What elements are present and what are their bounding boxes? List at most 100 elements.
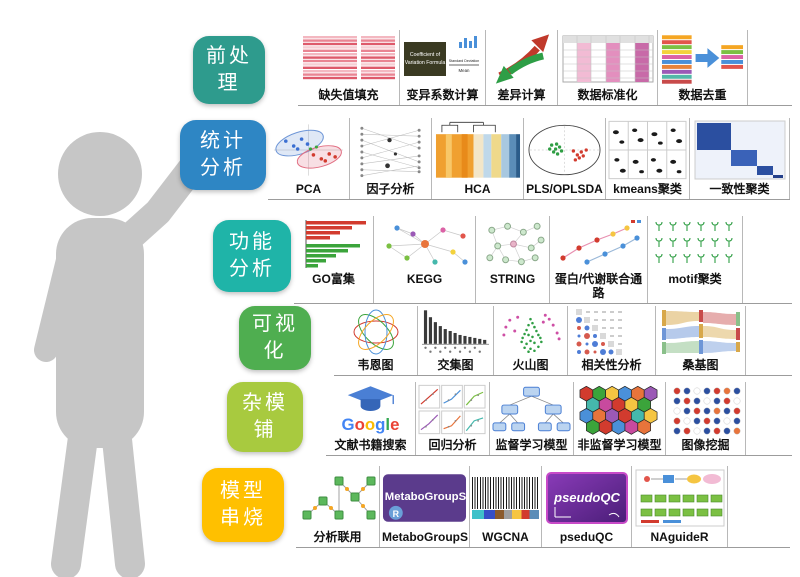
svg-text:pseudoQC: pseudoQC (553, 490, 620, 505)
item-kegg: KEGG (374, 216, 476, 303)
category-label-functional-analysis: 功能分析 (213, 220, 291, 292)
row-spacer (746, 306, 792, 375)
pca-scatter-thumbnail (270, 119, 347, 181)
svg-text:R: R (393, 509, 400, 519)
item-caption: 差异计算 (497, 88, 546, 102)
pipeline-flow-thumbnail (298, 467, 377, 529)
module-color-band (472, 510, 539, 519)
row-visualization: 韦恩图 (334, 306, 792, 376)
r-logo-icon (388, 505, 403, 520)
item-caption: NAguideR (650, 530, 709, 544)
item-caption: PLS/OPLSDA (526, 182, 603, 196)
item-caption: 韦恩图 (357, 358, 394, 372)
item-caption: 分析联用 (313, 530, 362, 544)
item-caption: HCA (464, 182, 491, 196)
image-dot-grid-thumbnail (668, 383, 743, 437)
item-metabogroups: MetaboGroupS R MetaboGroupS (380, 466, 470, 547)
metabogroups-box-thumbnail: MetaboGroupS R (382, 467, 467, 529)
item-sankey-diagram: 桑基图 (656, 306, 746, 375)
item-pca: PCA (268, 118, 350, 199)
wgcna-dendrogram-thumbnail (472, 467, 539, 529)
dendrogram-strip (472, 477, 539, 509)
correlation-matrix-thumbnail (570, 307, 653, 357)
item-caption: 数据去重 (678, 88, 727, 102)
consensus-matrix-thumbnail (692, 119, 787, 181)
row-spacer (748, 30, 792, 105)
item-regression-analysis: 回归分析 (416, 382, 490, 455)
left-leg (51, 415, 99, 577)
category-label-preprocessing: 前处理 (193, 36, 265, 104)
item-caption: 变异系数计算 (406, 88, 479, 102)
item-caption: GO富集 (312, 272, 355, 286)
row-statistics: PCA 因子 (268, 118, 790, 200)
svg-text:Coefficient of: Coefficient of (409, 52, 440, 58)
row-model-pipeline: 分析联用 MetaboGroupS R MetaboGroupS WGCNA (296, 466, 790, 548)
item-caption: 监督学习模型 (495, 438, 568, 452)
venn-thumbnail (336, 307, 415, 357)
google-scholar-logo-thumbnail: Google (328, 383, 413, 437)
item-caption: motif聚类 (668, 272, 722, 286)
item-caption: PCA (295, 182, 322, 196)
svg-text:Variation Formula: Variation Formula (404, 60, 445, 66)
item-caption: 数据标准化 (577, 88, 638, 102)
item-go-enrichment: GO富集 (294, 216, 374, 303)
pseudoqc-box-thumbnail: pseudoQC (544, 467, 629, 529)
item-caption: 火山图 (512, 358, 549, 372)
item-caption: 非监督学习模型 (577, 438, 662, 452)
item-string: STRING (476, 216, 550, 303)
item-caption: KEGG (406, 272, 443, 286)
upset-bars-thumbnail (420, 307, 491, 357)
item-hca: HCA (432, 118, 524, 199)
item-image-mining: 图像挖掘 (666, 382, 746, 455)
item-caption: 因子分析 (366, 182, 415, 196)
item-motif-clustering: motif聚类 (648, 216, 743, 303)
presenter-silhouette (34, 132, 212, 577)
item-caption: 文献书籍搜索 (334, 438, 407, 452)
item-volcano-plot: 火山图 (494, 306, 568, 375)
item-caption: 桑基图 (682, 358, 719, 372)
cv-formula-thumbnail: Coefficient of Variation Formula Standar… (402, 31, 483, 87)
lowered-arm (34, 240, 82, 362)
item-analysis-combination: 分析联用 (296, 466, 380, 547)
category-label-model-pipeline: 模型串烧 (202, 468, 284, 542)
svg-text:Google: Google (342, 415, 400, 434)
item-pls-oplsda: PLS/OPLSDA (524, 118, 606, 199)
item-data-normalization: 数据标准化 (558, 30, 658, 105)
item-kmeans-clustering: kmeans聚类 (606, 118, 690, 199)
item-caption: 交集图 (437, 358, 474, 372)
joint-pathway-thumbnail (552, 217, 645, 271)
item-caption: 图像挖掘 (681, 438, 730, 452)
pls-score-plot-thumbnail (526, 119, 603, 181)
item-pseudoqc: pseudoQC pseduQC (542, 466, 632, 547)
row-misc-shop: Google 文献书籍搜索 (326, 382, 792, 456)
category-label-misc-shop: 杂模铺 (227, 382, 303, 452)
regression-panels-thumbnail (418, 383, 487, 437)
item-caption: MetaboGroupS (382, 530, 468, 544)
item-data-deduplication: 数据去重 (658, 30, 748, 105)
som-hexgrid-thumbnail (576, 383, 663, 437)
item-caption: WGCNA (482, 530, 529, 544)
normalization-table-thumbnail (560, 31, 655, 87)
kmeans-panels-thumbnail (608, 119, 687, 181)
item-missing-value-imputation: 缺失值填充 (298, 30, 400, 105)
decision-tree-thumbnail (492, 383, 571, 437)
missing-value-heatmap-thumbnail (300, 31, 397, 87)
factor-analysis-thumbnail (352, 119, 429, 181)
item-venn-diagram: 韦恩图 (334, 306, 418, 375)
item-literature-search: Google 文献书籍搜索 (326, 382, 416, 455)
item-difference-calculation: 差异计算 (486, 30, 558, 105)
category-label-statistics: 统计分析 (180, 120, 266, 190)
item-naguider: NAguideR (632, 466, 728, 547)
svg-text:Mean: Mean (458, 68, 470, 73)
row-spacer (746, 382, 792, 455)
row-spacer (743, 216, 792, 303)
item-caption: 相关性分析 (581, 358, 642, 372)
item-caption: STRING (489, 272, 536, 286)
row-spacer (728, 466, 790, 547)
difference-arrows-thumbnail (488, 31, 555, 87)
volcano-thumbnail (496, 307, 565, 357)
row-functional-analysis: GO富集 KEGG (294, 216, 792, 304)
go-bars-thumbnail (296, 217, 371, 271)
item-caption: 回归分析 (428, 438, 477, 452)
hca-heatmap-thumbnail (434, 119, 521, 181)
